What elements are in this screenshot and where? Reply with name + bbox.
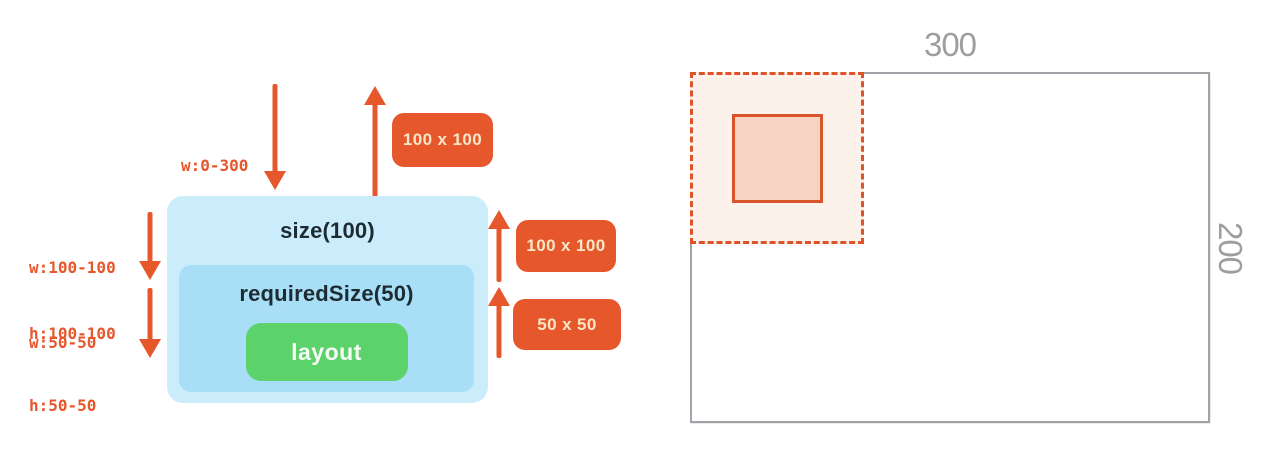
up-arrow-icon <box>488 210 510 282</box>
required-size-constraints-label: w:50-50 h:50-50 <box>29 290 96 458</box>
size-constraints-width: w:100-100 <box>29 258 116 277</box>
size-constraints-label: w:100-100 h:100-100 <box>29 213 116 389</box>
arrow-shaft <box>496 302 502 358</box>
required-size-modifier-label: requiredSize(50) <box>239 281 414 306</box>
arrow-shaft <box>272 84 278 175</box>
required-size-constraints-width: w:50-50 <box>29 333 97 352</box>
size-modifier-box: size(100) requiredSize(50) layout <box>167 196 488 403</box>
down-arrow-icon <box>139 212 161 280</box>
size-modifier-label: size(100) <box>280 218 375 243</box>
layout-node-label: layout <box>291 338 362 365</box>
resulting-size-badge-top: 100 x 100 <box>392 113 493 167</box>
arrow-shaft <box>147 212 153 265</box>
content-square <box>732 114 823 203</box>
size-constraints-height: h:100-100 <box>29 324 116 343</box>
arrow-shaft <box>372 101 378 197</box>
down-arrow-icon <box>139 288 161 358</box>
required-size-constraints-height: h:50-50 <box>29 396 97 415</box>
resulting-size-badge-middle: 100 x 100 <box>516 220 616 272</box>
arrow-shaft <box>147 288 153 343</box>
parent-width-label: 300 <box>923 26 977 63</box>
down-arrow-icon <box>264 84 286 190</box>
required-size-modifier-box: requiredSize(50) layout <box>179 265 474 392</box>
layout-node-box: layout <box>245 323 408 381</box>
up-arrow-icon <box>364 86 386 197</box>
arrow-shaft <box>496 225 502 282</box>
incoming-constraints-width: w:0-300 <box>181 156 249 175</box>
up-arrow-icon <box>488 287 510 358</box>
resulting-size-badge-bottom: 50 x 50 <box>513 299 621 350</box>
parent-height-label: 200 <box>1212 221 1249 275</box>
